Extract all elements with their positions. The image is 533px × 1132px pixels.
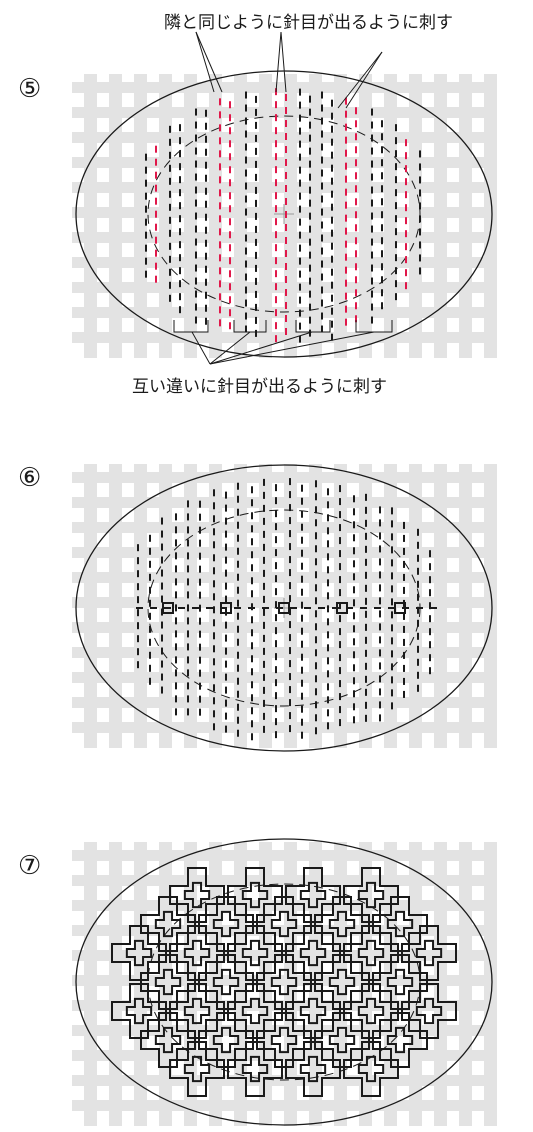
pattern-guide-dashed <box>147 115 421 313</box>
caption-same-as-neighbor: 隣と同じように針目が出るように刺す <box>164 13 453 33</box>
step-7-panel <box>72 838 497 1126</box>
pointer-arrows-top <box>195 31 383 109</box>
hoop-outline <box>75 464 493 752</box>
fabric-grid <box>72 74 497 358</box>
hoop-outline <box>75 838 493 1126</box>
pattern-guide-dashed <box>147 883 421 1081</box>
fabric-grid <box>72 464 497 748</box>
step-5-panel <box>72 31 497 365</box>
bottom-brackets <box>173 320 393 365</box>
step-6-label: ⑥ <box>18 463 42 493</box>
step-5-label: ⑤ <box>18 74 42 104</box>
caption-alternating: 互い違いに針目が出るように刺す <box>132 377 387 397</box>
vertical-stitches <box>137 478 431 741</box>
center-crosshair <box>274 204 294 224</box>
vertical-stitches <box>145 88 421 343</box>
horizontal-stitches <box>136 602 437 614</box>
completed-cross-pattern <box>111 867 457 1097</box>
step-7-label: ⑦ <box>18 851 42 881</box>
step-6-panel <box>72 464 497 752</box>
